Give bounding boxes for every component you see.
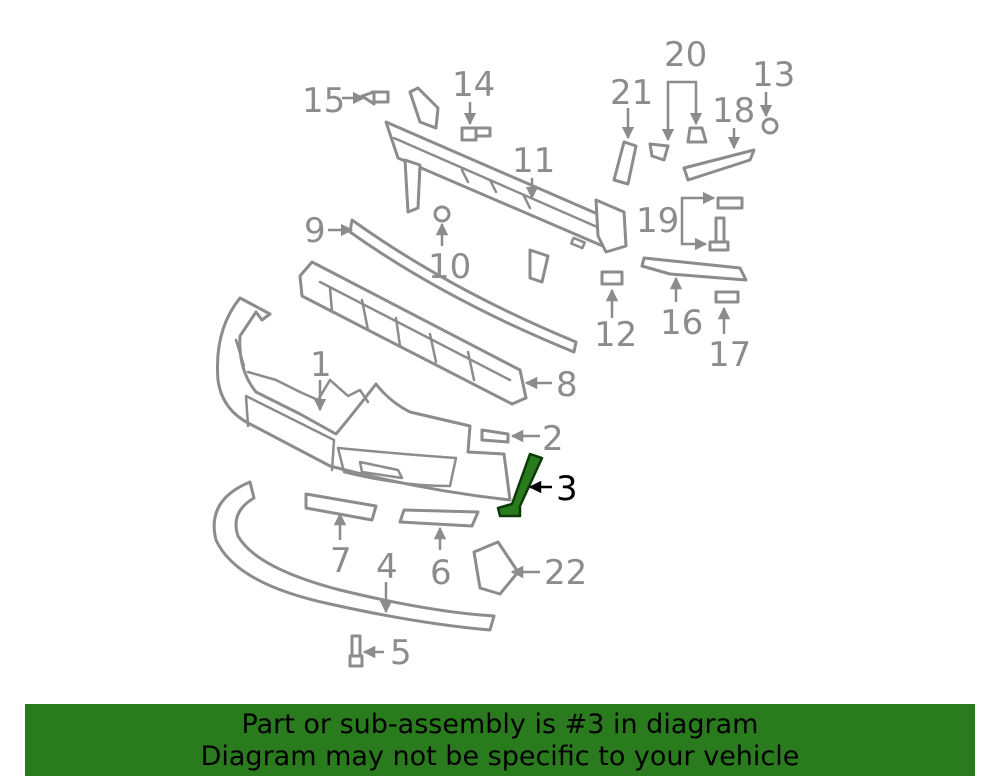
callout-15: 15	[302, 81, 345, 121]
banner-line-2: Diagram may not be specific to your vehi…	[200, 741, 800, 772]
callout-21: 21	[610, 73, 653, 113]
callout-6: 6	[430, 553, 452, 593]
part-21-bracket	[612, 140, 638, 186]
callout-3: 3	[556, 469, 578, 509]
part-8-energy-absorber	[298, 260, 528, 406]
part-15-bolt	[360, 90, 390, 106]
callout-1: 1	[310, 345, 332, 385]
callout-20: 20	[664, 35, 707, 75]
parts-diagram: 15 14 11 9 10 1 8 2 3 7 6 4 22 5 12 16 1…	[212, 35, 795, 673]
callout-14: 14	[452, 65, 495, 105]
callout-9: 9	[304, 211, 326, 251]
callout-2: 2	[542, 419, 564, 459]
part-22-fog-cover	[472, 540, 520, 596]
callout-17: 17	[708, 335, 751, 375]
part-7-trim-strip	[304, 492, 378, 522]
part-3-bracket-highlighted	[496, 452, 544, 518]
leader-lines	[313, 80, 773, 659]
part-18-bracket	[682, 148, 756, 182]
part-9-upper-strip	[348, 218, 578, 354]
part-17-bolt	[714, 290, 740, 304]
callout-13: 13	[752, 55, 795, 95]
part-13-nut	[761, 117, 779, 135]
part-16-bracket	[640, 256, 748, 282]
callout-10: 10	[428, 247, 471, 287]
part-6-trim-strip	[398, 508, 480, 528]
part-2-clip	[480, 428, 510, 444]
part-19-bolts	[708, 196, 744, 252]
callout-12: 12	[594, 315, 637, 355]
callout-11: 11	[512, 141, 555, 181]
part-11-impact-bar	[384, 86, 628, 284]
callout-16: 16	[660, 303, 703, 343]
part-4-lower-spoiler	[212, 480, 496, 632]
callout-8: 8	[556, 365, 578, 405]
callout-18: 18	[712, 91, 755, 131]
part-12-bolt	[600, 270, 624, 286]
banner-line-1: Part or sub-assembly is #3 in diagram	[241, 709, 759, 740]
info-banner: Part or sub-assembly is #3 in diagram Di…	[25, 704, 975, 776]
part-1-bumper-cover	[216, 296, 512, 502]
part-14-bolt	[460, 126, 492, 142]
callout-19: 19	[636, 201, 679, 241]
callout-4: 4	[376, 547, 398, 587]
part-5-bolt	[348, 634, 364, 668]
callout-22: 22	[544, 553, 587, 593]
part-10-nut	[433, 205, 451, 223]
callout-7: 7	[330, 541, 352, 581]
part-20-clips	[648, 126, 708, 162]
callout-5: 5	[390, 633, 412, 673]
